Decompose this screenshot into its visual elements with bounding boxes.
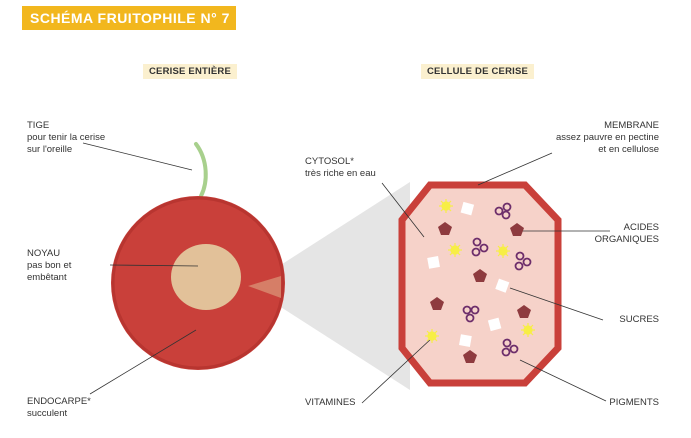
acid-pentagon bbox=[473, 269, 487, 282]
label-noyau-desc2: embêtant bbox=[27, 272, 67, 283]
pigment-ring bbox=[509, 344, 519, 354]
pointer-tige bbox=[82, 142, 193, 171]
label-cytosol-desc1: très riche en eau bbox=[305, 168, 376, 179]
label-acides-line2: ORGANIQUES bbox=[594, 234, 659, 245]
section-label-cherry-cell: CELLULE DE CERISE bbox=[421, 64, 535, 79]
sugar-square bbox=[459, 334, 472, 347]
sugar-square bbox=[495, 278, 510, 293]
pointer-sucres bbox=[509, 287, 604, 321]
pigment-ring bbox=[522, 257, 532, 267]
pointer-endocarpe bbox=[89, 329, 197, 395]
pigment-ring bbox=[470, 305, 480, 315]
diagram-title: SCHÉMA FRUITOPHILE N° 7 bbox=[30, 10, 230, 26]
label-tige-title: TIGE bbox=[27, 120, 50, 131]
label-cytosol-title: CYTOSOL* bbox=[305, 156, 354, 167]
label-tige-desc2: sur l'oreille bbox=[27, 144, 73, 155]
zoom-source bbox=[248, 276, 281, 298]
label-tige-desc1: pour tenir la cerise bbox=[27, 132, 106, 143]
cell-membrane bbox=[398, 181, 562, 387]
vitamin-star bbox=[425, 329, 439, 343]
label-endocarpe: ENDOCARPE* succulent bbox=[27, 396, 91, 420]
cherry-pit bbox=[171, 244, 241, 310]
label-membrane-desc2: et en cellulose bbox=[598, 144, 659, 155]
pointer-noyau bbox=[109, 264, 199, 267]
pigment-ring bbox=[515, 251, 525, 261]
sugar-square bbox=[427, 256, 440, 269]
label-tige: TIGE pour tenir la cerise sur l'oreille bbox=[27, 120, 105, 156]
vitamin-star bbox=[521, 323, 535, 337]
label-cytosol: CYTOSOL* très riche en eau bbox=[305, 156, 376, 180]
vitamin-star bbox=[448, 243, 462, 257]
cherry-stem bbox=[194, 142, 208, 198]
pointer-cytosol bbox=[381, 182, 425, 238]
acid-pentagon bbox=[463, 350, 477, 363]
pigment-ring bbox=[501, 210, 511, 220]
pigment-ring bbox=[494, 206, 504, 216]
pigment-ring bbox=[472, 237, 482, 247]
pigment-ring bbox=[479, 243, 489, 253]
label-noyau: NOYAU pas bon et embêtant bbox=[27, 248, 71, 284]
section-label-whole-cherry: CERISE ENTIÈRE bbox=[143, 64, 237, 79]
pigment-ring bbox=[471, 247, 481, 257]
pigment-ring bbox=[462, 305, 472, 315]
acid-pentagon bbox=[517, 305, 531, 318]
label-endocarpe-title: ENDOCARPE* bbox=[27, 396, 91, 407]
diagram-title-banner: SCHÉMA FRUITOPHILE N° 7 bbox=[22, 6, 236, 30]
acid-pentagon bbox=[430, 297, 444, 310]
label-endocarpe-desc1: succulent bbox=[27, 408, 68, 419]
label-noyau-desc1: pas bon et bbox=[27, 260, 72, 271]
label-noyau-title: NOYAU bbox=[27, 248, 61, 259]
sugar-square bbox=[487, 317, 502, 332]
label-membrane-desc1: assez pauvre en pectine bbox=[556, 132, 659, 143]
cherry-skin bbox=[111, 196, 285, 370]
pointer-membrane bbox=[477, 152, 553, 186]
vitamin-star bbox=[496, 244, 510, 258]
acid-pentagon bbox=[438, 222, 452, 235]
label-pigments: PIGMENTS bbox=[609, 397, 659, 408]
pigment-ring bbox=[514, 261, 524, 271]
label-vitamines: VITAMINES bbox=[305, 397, 356, 408]
label-sucres: SUCRES bbox=[619, 314, 659, 325]
zoom-cone bbox=[248, 182, 410, 390]
pigment-ring bbox=[502, 202, 512, 212]
pigment-ring bbox=[501, 347, 511, 357]
pigment-ring bbox=[465, 313, 475, 323]
pointer-pigments bbox=[519, 359, 607, 402]
label-membrane: MEMBRANE assez pauvre en pectine et en c… bbox=[556, 120, 659, 156]
pigment-ring bbox=[502, 338, 512, 348]
pointer-vitamines bbox=[361, 337, 433, 404]
label-acides-organiques: ACIDES ORGANIQUES bbox=[595, 222, 659, 246]
sugar-square bbox=[460, 201, 475, 216]
label-acides-line1: ACIDES bbox=[623, 222, 659, 233]
acid-pentagon bbox=[510, 223, 524, 236]
label-membrane-title: MEMBRANE bbox=[604, 120, 659, 131]
vitamin-star bbox=[439, 199, 453, 213]
